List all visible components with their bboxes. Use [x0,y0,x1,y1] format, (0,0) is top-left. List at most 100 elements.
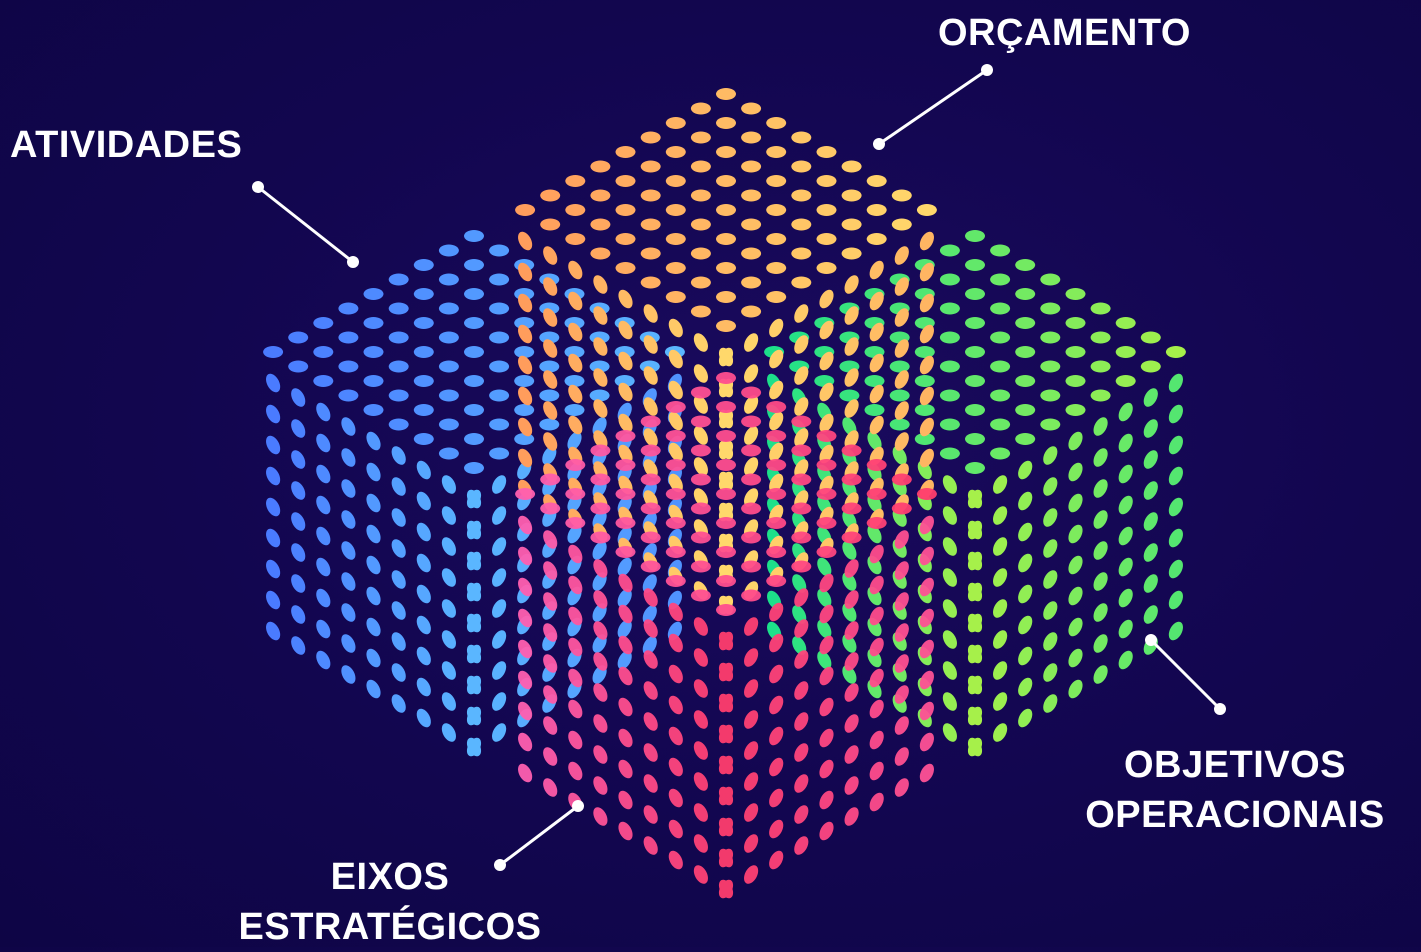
cube-dot [990,332,1010,344]
cube-dot [842,474,862,486]
cube-dot [489,566,509,589]
cube-dot [1116,586,1136,609]
cube-dot [565,573,585,596]
cube-dot [1015,551,1035,574]
cube-dot [489,361,509,373]
cube-dot [741,503,761,515]
cube-dot [439,504,459,527]
cube-dot [641,302,661,325]
cube-dot [1166,588,1186,611]
cube-dot [590,161,610,173]
cube-dot [263,619,283,642]
cube-dot [313,431,333,454]
cube-dot [1066,646,1086,669]
cube-dot [990,361,1010,373]
cube-dot [817,488,837,500]
cube-dot [439,332,459,344]
cube-dot [641,219,661,231]
cube-dot [741,277,761,289]
cube-dot [389,537,409,560]
cube-dot [1066,288,1086,300]
cube-dot [741,474,761,486]
cube-dot [616,819,636,842]
cube-dot [1116,524,1136,547]
cube-dot [288,386,308,409]
cube-dot [691,161,711,173]
cube-dot [565,635,585,658]
cube-dot [741,590,761,602]
cube-dot [364,460,384,483]
cube-dot [313,617,333,640]
cube-dot [842,190,862,202]
cube-dot [1015,375,1035,387]
cube-dot [389,568,409,591]
cube-dot [791,302,811,325]
cube-dot [791,617,811,640]
cube-dot [414,520,434,543]
cube-dot [917,229,937,252]
cube-dot [489,390,509,402]
cube-dot [842,532,862,544]
cube-dot [842,503,862,515]
cube-dot [766,204,786,216]
cube-dot [565,258,585,281]
cube-dot [965,611,985,634]
cube-dot [364,317,384,329]
cube-dot [965,288,985,300]
cube-dot [990,535,1010,558]
cube-dot [616,695,636,718]
cube-dot [338,539,358,562]
cube-dot [865,404,885,416]
cube-dot [666,848,686,871]
cube-dot [1015,433,1035,445]
cube-dot [313,586,333,609]
cube-dot [288,479,308,502]
cube-dot [515,446,535,469]
cube-dot [666,724,686,747]
cube-dot [364,584,384,607]
cube-dot [1015,520,1035,543]
cube-dot [965,433,985,445]
cube-dot [565,413,585,436]
cube-dot [965,462,985,474]
cube-dot [940,419,960,431]
cube-dot [590,273,610,296]
cube-dot [691,832,711,855]
cube-dot [892,745,912,768]
cube-dot [540,714,560,737]
cube-dot [817,146,837,158]
cube-dot [741,387,761,399]
cube-dot [867,258,887,281]
cube-dot [1066,375,1086,387]
cube-dot [313,493,333,516]
cube-dot [666,233,686,245]
cube-dot [766,517,786,529]
cube-dot [741,161,761,173]
cube-dot [1066,522,1086,545]
cube-dot [414,613,434,636]
cube-dot [263,402,283,425]
cube-dot [590,774,610,797]
cube-dot [666,662,686,685]
cube-dot [616,204,636,216]
cube-dot [915,404,935,416]
cube-dot [716,175,736,187]
cube-dot [1015,706,1035,729]
cube-dot [515,384,535,407]
cube-dot [338,508,358,531]
cube-dot [1066,317,1086,329]
cube-dot [716,204,736,216]
cube-dot [389,274,409,286]
cube-dot [1141,572,1161,595]
cube-dot [691,590,711,602]
cube-dot [741,770,761,793]
cube-dot [414,288,434,300]
cube-dot [917,488,937,500]
cube-dot [990,473,1010,496]
cube-dot [940,690,960,713]
cube-dot [414,675,434,698]
cube-dot [364,346,384,358]
cube-dot [766,546,786,558]
cube-dot [489,473,509,496]
cube-dot [1116,400,1136,423]
